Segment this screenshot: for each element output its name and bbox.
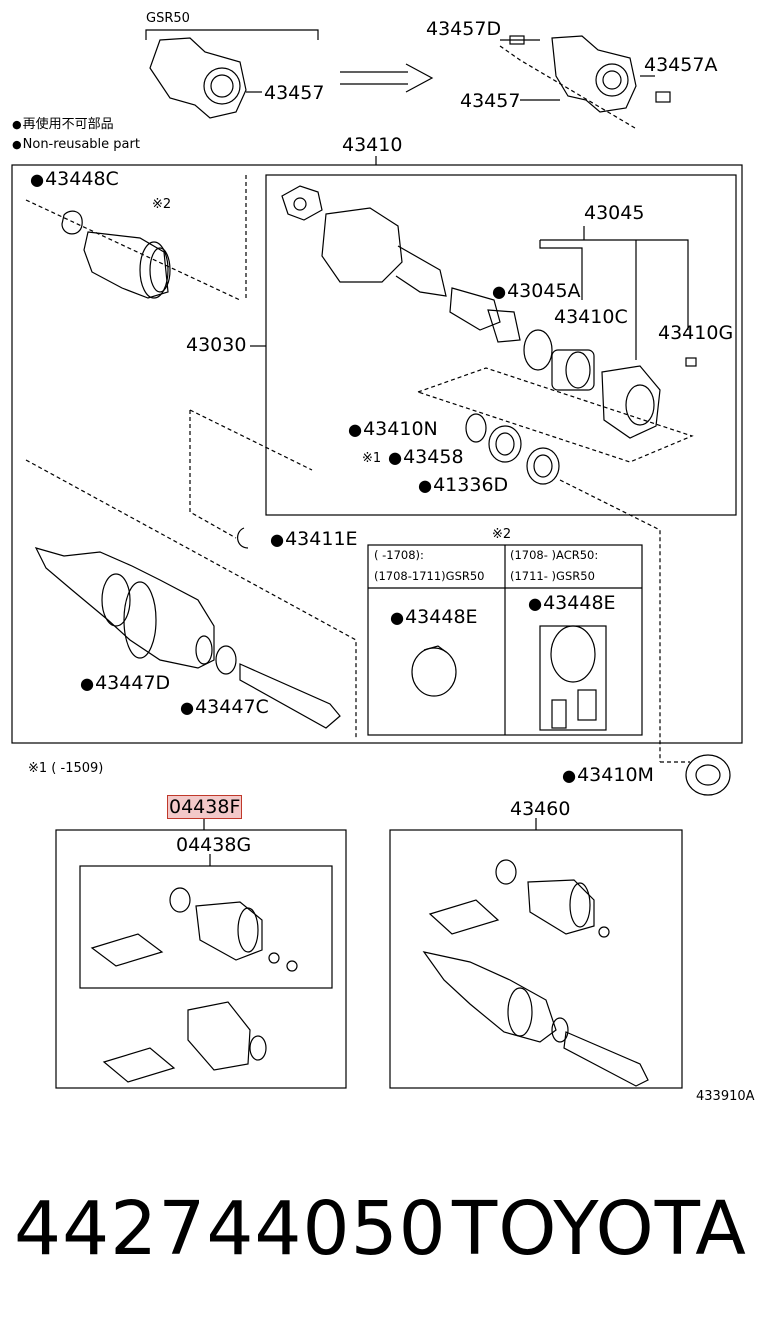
part-label-43448E-col2[interactable]: 43448E [528, 594, 615, 613]
part-label-43447D[interactable]: 43447D [80, 674, 170, 693]
part-label-43410M[interactable]: 43410M [562, 766, 654, 785]
part-label-43411E[interactable]: 43411E [270, 530, 357, 549]
outer-joint-housing [321, 207, 403, 283]
kit-label-04438G[interactable]: 04438G [176, 834, 252, 856]
part-label-43448C[interactable]: 43448C [30, 170, 119, 189]
legend-nonreusable-jp: 再使用不可部品 [12, 118, 114, 131]
table-col1-row2: (1708-1711)GSR50 [374, 569, 485, 583]
legend-nonreusable-en: Non-reusable part [12, 138, 140, 151]
table-note-marker: ※2 [492, 527, 512, 542]
part-label-43045[interactable]: 43045 [584, 202, 645, 224]
part-label-43448E-col1[interactable]: 43448E [390, 608, 477, 627]
kit-left-frame [55, 829, 347, 1089]
part-label-43457D[interactable]: 43457D [426, 18, 502, 40]
knuckle-bracket-left [149, 37, 247, 119]
part-label-41336D[interactable]: 41336D [418, 476, 508, 495]
kit-label-43460[interactable]: 43460 [510, 798, 571, 820]
table-col2-row2: (1711- )GSR50 [510, 569, 595, 583]
note-1-marker: ※1 [362, 451, 382, 466]
variant-label: GSR50 [146, 11, 190, 26]
part-label-43030[interactable]: 43030 [186, 334, 247, 356]
part-label-43457A[interactable]: 43457A [644, 54, 718, 76]
boot-clamp-drawing [61, 210, 83, 235]
arrow-right-icon [340, 63, 434, 93]
part-number: 442744050 [14, 1186, 447, 1272]
drive-shaft-drawing [34, 547, 215, 669]
main-assembly-frame [11, 164, 743, 744]
brand-name: TOYOTA [452, 1186, 747, 1272]
part-label-43410G[interactable]: 43410G [658, 322, 734, 344]
table-col2-row1: (1708- )ACR50: [510, 548, 599, 562]
part-label-43458[interactable]: 43458 [388, 448, 463, 467]
footnote-1: ※1 ( -1509) [28, 761, 104, 776]
table-col1-row1: ( -1708): [374, 548, 424, 562]
part-label-43447C[interactable]: 43447C [180, 698, 269, 717]
part-label-43457-left[interactable]: 43457 [264, 82, 325, 104]
knuckle-bracket-right [551, 35, 637, 113]
note-2-marker: ※2 [152, 197, 172, 212]
part-label-43457-right[interactable]: 43457 [460, 90, 521, 112]
part-label-43410C[interactable]: 43410C [554, 306, 628, 328]
kit-right-frame [389, 829, 683, 1089]
kit-label-04438F-text[interactable]: 04438F [166, 795, 243, 819]
part-label-43410N[interactable]: 43410N [348, 420, 438, 439]
part-label-43045A[interactable]: 43045A [492, 282, 580, 301]
kit-label-04438F[interactable]: 04438F [166, 795, 243, 819]
assembly-label-43410[interactable]: 43410 [342, 134, 403, 156]
inner-joint-frame [265, 174, 737, 516]
drawing-code: 433910A [696, 1089, 755, 1104]
